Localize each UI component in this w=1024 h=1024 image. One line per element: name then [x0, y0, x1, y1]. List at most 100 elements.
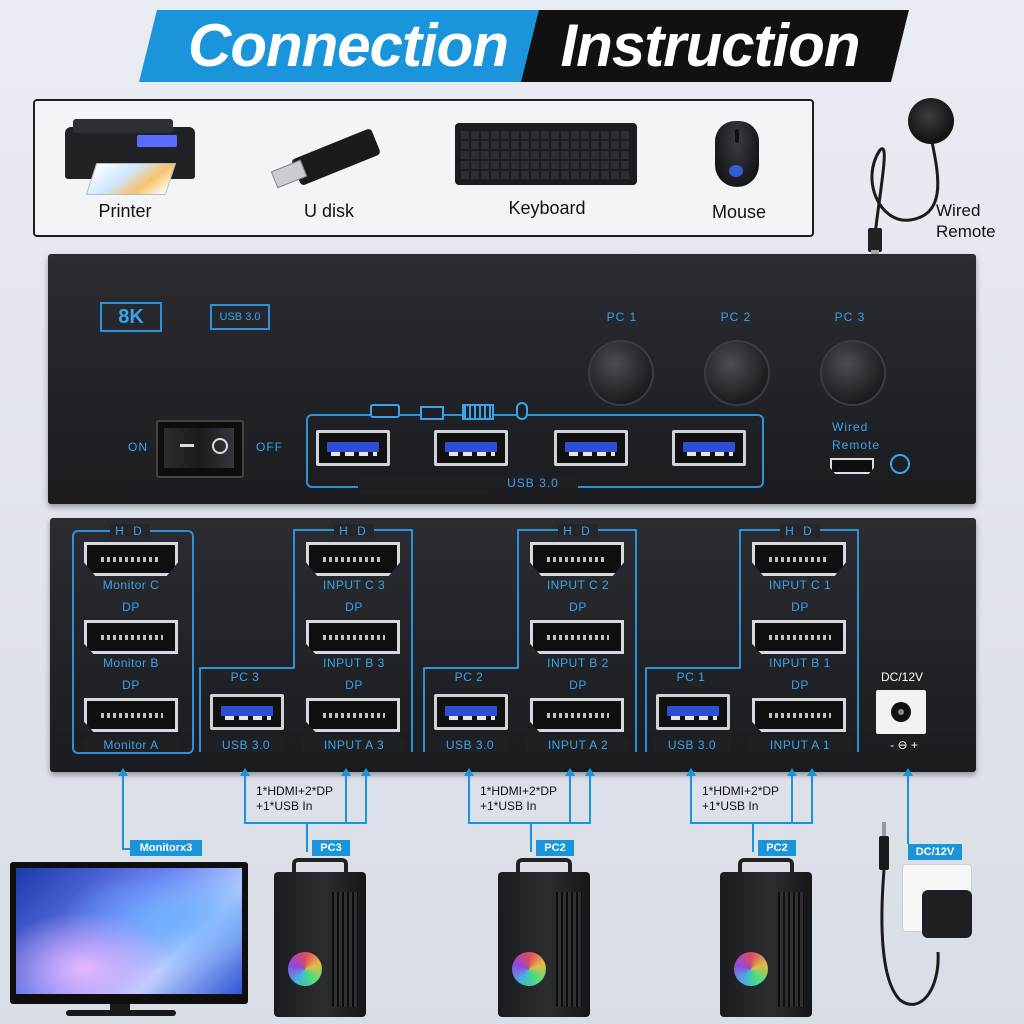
kvm-rear-panel: H D Monitor C DP Monitor B DP Monitor A …: [50, 518, 976, 772]
input-c1-label: INPUT C 1: [768, 578, 832, 592]
pc1-wire-spec: 1*HDMI+2*DP+1*USB In: [702, 784, 780, 813]
monitor-c-label: Monitor C: [102, 578, 160, 592]
power-off-label: OFF: [256, 440, 283, 454]
power-off-mark-icon: [212, 438, 228, 454]
front-remote-label-2: Remote: [832, 438, 881, 452]
pc1-tower-icon: [720, 858, 812, 1017]
power-adapter-icon: [922, 890, 972, 938]
peripheral-label-mouse: Mouse: [711, 202, 767, 222]
pc1-usb-pc-label: PC 1: [676, 670, 706, 684]
pc1-hd-label: H D: [780, 524, 820, 538]
dc-input-label: DC/12V: [880, 670, 924, 684]
input-a2-dp-label: DP: [569, 678, 587, 692]
pc3-tag: PC3: [312, 840, 350, 856]
dc-cable: [880, 869, 940, 1006]
front-remote-label-1: Wired: [832, 420, 869, 434]
kvm-front-panel: 8K USB 3.0 PC 1 PC 2 PC 3 ON OFF USB 3.0…: [48, 254, 976, 504]
mouse-port-icon: [516, 402, 528, 420]
pc3-button-label: PC 3: [834, 310, 866, 324]
printer-icon: [57, 115, 205, 197]
pc2-usb-upstream-port[interactable]: [434, 694, 508, 730]
pc3-switch-button[interactable]: [822, 342, 884, 404]
wired-remote-cable: [868, 141, 940, 260]
input-a2-label: INPUT A 2: [526, 738, 630, 752]
input-a1-dp-port[interactable]: [752, 698, 846, 732]
title-part-2: Instruction: [560, 12, 861, 79]
dc-plug-icon: [876, 822, 892, 870]
pc1-switch-button[interactable]: [590, 342, 652, 404]
wired-remote-port[interactable]: [830, 458, 874, 474]
input-a3-label: INPUT A 3: [302, 738, 406, 752]
pc1-usb-upstream-port[interactable]: [656, 694, 730, 730]
pc2-wire-spec: 1*HDMI+2*DP+1*USB In: [480, 784, 558, 813]
monitor-b-dp-port[interactable]: [84, 620, 178, 654]
input-c2-hdmi-port[interactable]: [530, 542, 624, 576]
monitor-stand: [66, 1010, 176, 1016]
printer-port-icon: [420, 406, 444, 420]
monitor-b-dp-label: DP: [122, 600, 140, 614]
input-a2-dp-port[interactable]: [530, 698, 624, 732]
remote-jack-icon: [890, 454, 910, 474]
dc-polarity-icon: - ⊖ +: [890, 738, 918, 752]
input-a1-dp-label: DP: [791, 678, 809, 692]
input-b2-label: INPUT B 2: [547, 656, 609, 670]
dc-tag: DC/12V: [908, 844, 962, 860]
pc3-usb-upstream-port[interactable]: [210, 694, 284, 730]
pc1-usb-label: USB 3.0: [654, 738, 730, 752]
monitor-tag: Monitorx3: [130, 840, 202, 856]
peripheral-label-keyboard: Keyboard: [508, 198, 586, 218]
pc2-switch-button[interactable]: [706, 342, 768, 404]
monitor-arrow-icon: [118, 768, 128, 776]
badge-usb3: USB 3.0: [210, 304, 270, 330]
monitor-icon: [10, 862, 248, 1004]
pc3-hd-label: H D: [334, 524, 374, 538]
input-b3-label: INPUT B 3: [323, 656, 385, 670]
peripheral-label-printer: Printer: [98, 201, 152, 221]
input-c3-hdmi-port[interactable]: [306, 542, 400, 576]
pc1-button-label: PC 1: [606, 310, 638, 324]
front-usb-port-3[interactable]: [554, 430, 628, 466]
dc-power-jack[interactable]: [876, 690, 926, 734]
pc3-input-group: H D INPUT C 3 DP INPUT B 3 PC 3 DP USB 3…: [196, 518, 418, 772]
monitor-c-hdmi-port[interactable]: [84, 542, 178, 576]
pc2-input-group: H D INPUT C 2 DP INPUT B 2 PC 2 DP USB 3…: [420, 518, 642, 772]
pc2-tag: PC2: [536, 840, 574, 856]
mouse-icon: [715, 121, 759, 187]
power-on-mark-icon: [180, 444, 194, 447]
front-usb-port-1[interactable]: [316, 430, 390, 466]
monitor-connection-line: [122, 774, 124, 850]
power-switch[interactable]: [156, 420, 244, 478]
monitor-a-dp-port[interactable]: [84, 698, 178, 732]
input-c1-hdmi-port[interactable]: [752, 542, 846, 576]
pc1-tag: PC2: [758, 840, 796, 856]
front-usb-port-2[interactable]: [434, 430, 508, 466]
pc3-tower-icon: [274, 858, 366, 1017]
input-b1-dp-port[interactable]: [752, 620, 846, 654]
dc-arrow-icon: [903, 768, 913, 776]
badge-8k: 8K: [100, 302, 162, 332]
pc3-wire-spec: 1*HDMI+2*DP+1*USB In: [256, 784, 334, 813]
pc3-usb-pc-label: PC 3: [230, 670, 260, 684]
pc2-usb-label: USB 3.0: [432, 738, 508, 752]
front-usb-port-4[interactable]: [672, 430, 746, 466]
pc2-connection-lines: [464, 768, 604, 856]
power-on-label: ON: [128, 440, 148, 454]
input-c3-label: INPUT C 3: [322, 578, 386, 592]
pc3-usb-label: USB 3.0: [208, 738, 284, 752]
keyboard-icon: [455, 123, 637, 185]
pc1-input-group: H D INPUT C 1 DP INPUT B 1 PC 1 DP USB 3…: [642, 518, 864, 772]
input-b1-dp-label: DP: [791, 600, 809, 614]
monitor-b-label: Monitor B: [103, 656, 159, 670]
monitor-a-dp-label: DP: [122, 678, 140, 692]
pc2-button-label: PC 2: [720, 310, 752, 324]
wired-remote-label: Wired Remote: [936, 201, 996, 241]
wired-remote-button-icon: [908, 98, 954, 144]
input-b3-dp-port[interactable]: [306, 620, 400, 654]
input-b2-dp-port[interactable]: [530, 620, 624, 654]
title-part-1: Connection: [188, 12, 509, 79]
pc2-tower-icon: [498, 858, 590, 1017]
input-b3-dp-label: DP: [345, 600, 363, 614]
input-a3-dp-port[interactable]: [306, 698, 400, 732]
input-c2-label: INPUT C 2: [546, 578, 610, 592]
front-usb-group-label: USB 3.0: [488, 476, 578, 490]
